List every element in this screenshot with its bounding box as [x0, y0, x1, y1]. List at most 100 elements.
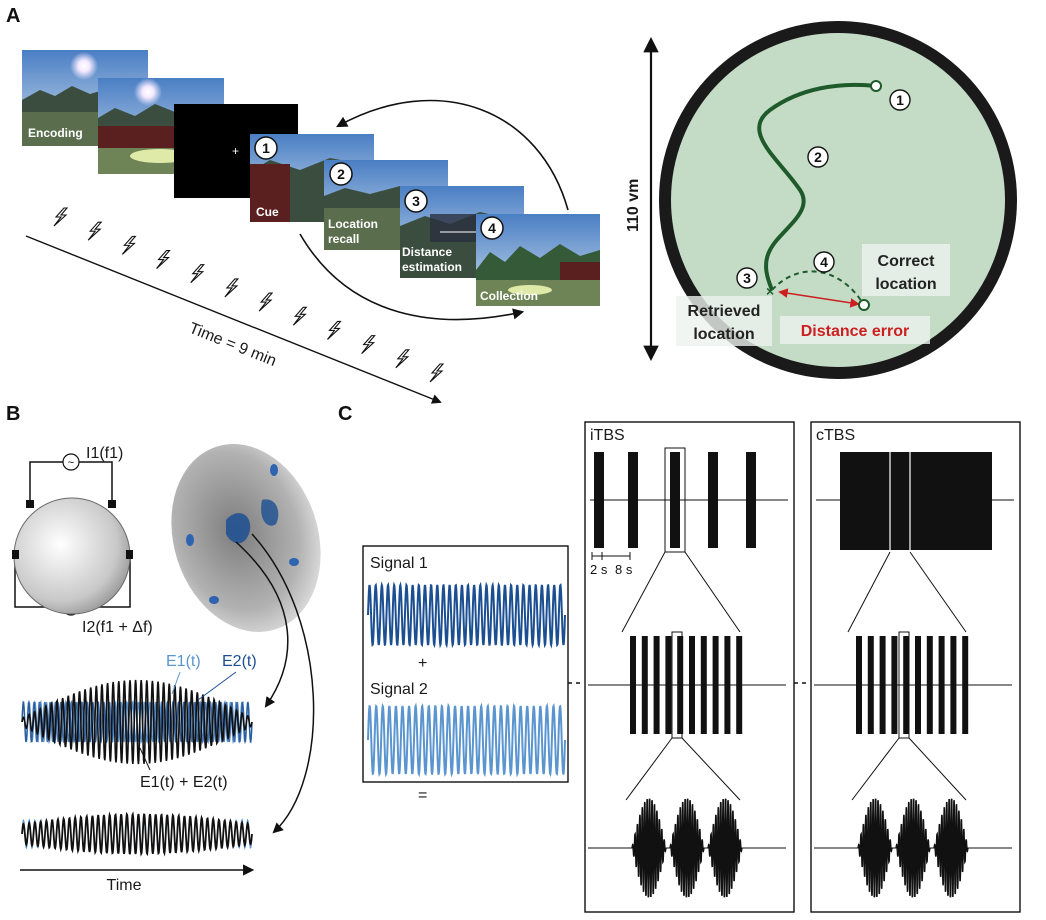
- head-arrow-2: [251, 533, 315, 834]
- panel-a-letter: A: [6, 5, 20, 27]
- correct-location-point: [858, 299, 870, 311]
- panel-b-letter: B: [6, 403, 20, 425]
- itbs-zoom-line: [681, 737, 741, 801]
- itbs-train-block: [594, 452, 604, 548]
- svg-text:2: 2: [814, 149, 822, 165]
- stimulation-bolts: [53, 207, 445, 383]
- location-recall-label-2: recall: [328, 232, 359, 246]
- ctbs-zoom-line: [847, 551, 891, 633]
- screen-step-4: 4: [480, 216, 504, 240]
- itbs-label: iTBS: [590, 427, 625, 444]
- itbs-burst-block: [712, 636, 719, 734]
- ctbs-pulse-wave: [933, 798, 969, 898]
- navigation-path: [757, 82, 877, 291]
- ctbs-zoom-line: [908, 737, 967, 801]
- itbs-zoom-line: [684, 551, 741, 633]
- stimulation-bolt-icon: [361, 335, 376, 355]
- sum-label: E1(t) + E2(t): [140, 774, 228, 791]
- svg-text:1: 1: [262, 140, 270, 156]
- distance-error-label: Distance error: [801, 323, 910, 340]
- ctbs-zoom-line: [851, 737, 900, 801]
- e1-label: E1(t): [166, 653, 201, 670]
- stimulation-bolt-icon: [156, 249, 171, 269]
- svg-text:3: 3: [412, 193, 420, 209]
- ctbs-bursts: [814, 631, 1012, 801]
- itbs-panel: iTBS 2 s 8 s: [584, 421, 795, 913]
- ctbs-zoom-box: [898, 631, 910, 739]
- signal-2-wave: [367, 702, 566, 778]
- screen-step-3: 3: [404, 189, 428, 213]
- e2-label: E2(t): [222, 653, 257, 670]
- collection-label: Collection: [480, 289, 538, 303]
- correct-location-label-2: location: [875, 276, 936, 293]
- svg-text:4: 4: [488, 220, 496, 236]
- arena-step-2: 2: [807, 146, 829, 168]
- panel-c-letter: C: [338, 403, 352, 425]
- correct-location-label-1: Correct: [878, 253, 936, 270]
- ctbs-burst-block: [926, 636, 933, 734]
- loop-arrow-top: [336, 99, 569, 211]
- itbs-burst-block: [665, 636, 672, 734]
- ctbs-zoom-line: [909, 551, 967, 633]
- stimulation-bolt-icon: [224, 278, 240, 298]
- signal-1-wave: [367, 581, 566, 649]
- loop-arrow-bottom: [299, 233, 525, 321]
- ctbs-pulse-wave: [895, 798, 931, 898]
- itbs-zoom-line: [621, 551, 666, 633]
- ctbs-burst-block: [867, 636, 874, 734]
- ctbs-burst-block: [879, 636, 886, 734]
- ctbs-label: cTBS: [816, 427, 855, 444]
- ctbs-burst-block: [915, 636, 921, 734]
- scale-8s-label: 8 s: [615, 562, 633, 577]
- itbs-zoom-line: [625, 737, 673, 801]
- sum-wave: [21, 679, 253, 765]
- itbs-burst-block: [677, 636, 684, 734]
- itbs-burst-block: [641, 636, 648, 734]
- signal-1-label: Signal 1: [370, 555, 428, 572]
- retrieved-location-label-2: location: [693, 326, 754, 343]
- stimulation-bolt-icon: [190, 264, 205, 284]
- cue-label: Cue: [256, 205, 279, 219]
- itbs-zoom-box: [671, 631, 683, 739]
- retrieved-location-label-1: Retrieved: [688, 303, 761, 320]
- encoding-label: Encoding: [28, 126, 83, 140]
- itbs-train-block: [628, 452, 638, 548]
- sum-pointer: [139, 747, 151, 771]
- start-point: [870, 80, 882, 92]
- ctbs-burst-block: [903, 636, 910, 734]
- itbs-pulse-wave: [707, 798, 743, 898]
- svg-text:2: 2: [337, 166, 345, 182]
- svg-text:4: 4: [820, 254, 828, 270]
- time-label: Time = 9 min: [187, 320, 279, 370]
- ctbs-burst-block: [938, 636, 945, 734]
- arena: 110 vm × 1 2 3 4 Correct location Retrie…: [625, 21, 1017, 379]
- electrode-circuit: ~ ~ I1(f1) I2(f1 + Δf): [12, 445, 153, 636]
- itbs-burst-block: [689, 636, 695, 734]
- ac-source-icon-1: ~: [68, 457, 74, 469]
- distance-estimation-label-2: estimation: [402, 260, 462, 274]
- distance-error-arrow: [778, 288, 860, 308]
- stimulation-bolt-icon: [292, 306, 308, 326]
- ctbs-train: [816, 447, 1014, 633]
- itbs-zoom-box: [664, 447, 686, 553]
- ctbs-zoom-box: [889, 447, 911, 553]
- location-recall-label-1: Location: [328, 217, 378, 231]
- itbs-burst-block: [653, 636, 660, 734]
- distance-estimation-label-1: Distance: [402, 245, 452, 259]
- ctbs-pulses: [814, 798, 1012, 898]
- itbs-train-block: [670, 452, 680, 548]
- stimulation-bolt-icon: [429, 363, 445, 383]
- envelope-waveform: [21, 811, 253, 857]
- envelope-sum-wave: [21, 811, 253, 857]
- ctbs-burst-block: [950, 636, 957, 734]
- itbs-pulse-wave: [669, 798, 705, 898]
- equals-label: =: [418, 787, 427, 804]
- itbs-train: [590, 447, 788, 633]
- stimulation-bolt-icon: [327, 320, 342, 340]
- svg-text:3: 3: [743, 270, 751, 286]
- screen-step-1: 1: [254, 136, 278, 160]
- plus-label: +: [418, 655, 427, 672]
- scale-2s-label: 2 s: [590, 562, 608, 577]
- itbs-burst-block: [736, 636, 743, 734]
- time-label-b: Time: [107, 877, 142, 894]
